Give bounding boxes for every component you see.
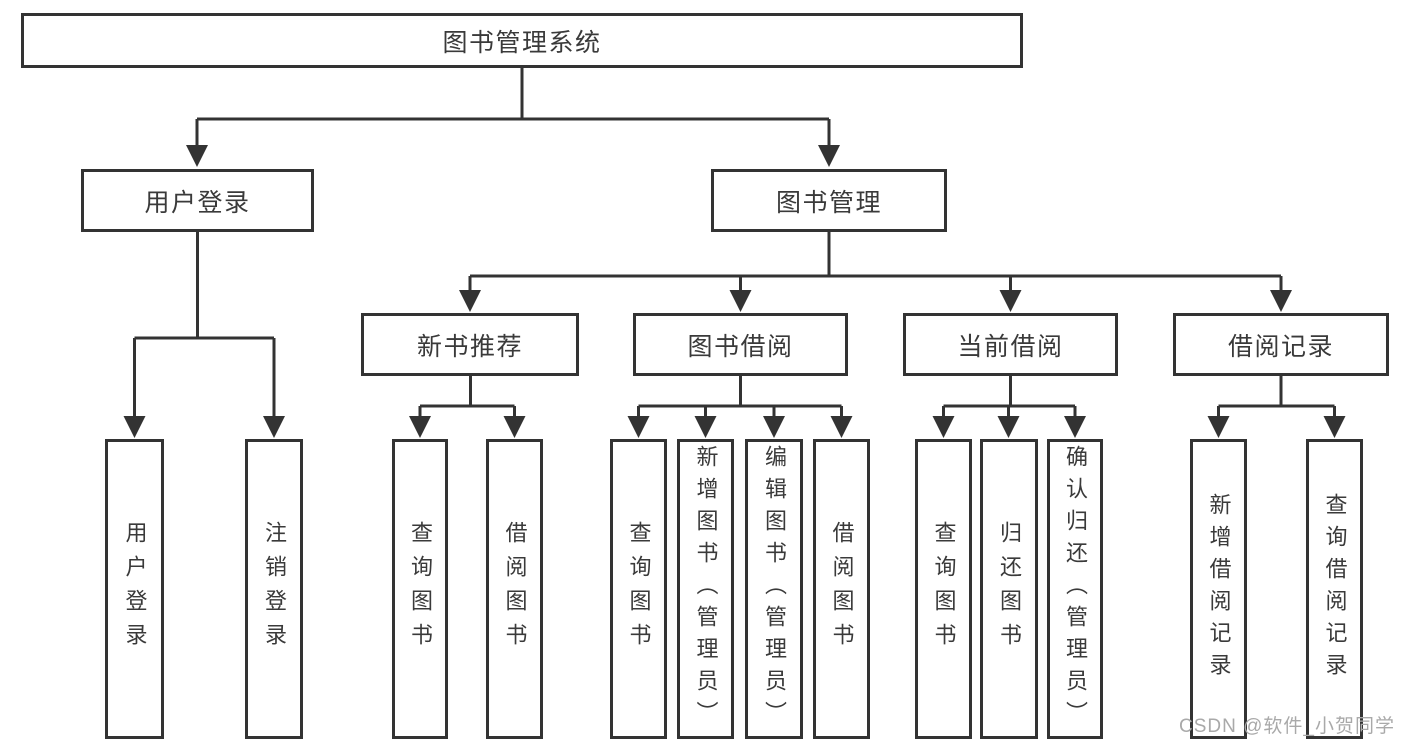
arrowhead-icon <box>123 416 146 438</box>
leaf-add-borrow-record: 新增借阅记录 <box>1190 439 1247 739</box>
leaf-user-login-label: 用户登录 <box>122 521 148 657</box>
leaf-logout: 注销登录 <box>245 439 303 739</box>
leaf-borrow-books-recommend: 借阅图书 <box>486 439 543 739</box>
leaf-add-book-admin: 新增图书（管理员） <box>677 439 734 739</box>
node-book-borrowing-label: 图书借阅 <box>687 332 794 361</box>
leaf-query-books-recommend-label: 查询图书 <box>408 521 433 657</box>
node-user-login-label: 用户登录 <box>144 188 251 217</box>
arrowhead-icon <box>627 416 650 438</box>
arrowhead-icon <box>694 416 717 438</box>
arrowhead-icon <box>1323 416 1346 438</box>
leaf-edit-book-admin: 编辑图书（管理员） <box>745 439 803 739</box>
arrowhead-icon <box>729 290 752 312</box>
leaf-query-borrow-record-label: 查询借阅记录 <box>1322 493 1348 685</box>
node-user-login: 用户登录 <box>81 169 314 232</box>
leaf-borrow-books: 借阅图书 <box>813 439 870 739</box>
arrowhead-icon <box>459 290 481 312</box>
node-new-book-recommend: 新书推荐 <box>361 313 579 376</box>
node-book-management: 图书管理 <box>711 169 947 232</box>
node-book-management-label: 图书管理 <box>775 188 882 217</box>
leaf-add-book-admin-label: 新增图书（管理员） <box>693 445 719 733</box>
node-current-borrowing-label: 当前借阅 <box>957 332 1064 361</box>
arrowhead-icon <box>409 416 431 438</box>
arrowhead-icon <box>1270 290 1292 312</box>
leaf-query-books-current: 查询图书 <box>915 439 972 739</box>
leaf-edit-book-admin-label: 编辑图书（管理员） <box>762 445 787 733</box>
arrowheads <box>123 145 1346 438</box>
arrowhead-icon <box>503 416 526 438</box>
leaf-add-borrow-record-label: 新增借阅记录 <box>1206 493 1232 685</box>
leaf-query-books-current-label: 查询图书 <box>931 521 957 657</box>
arrowhead-icon <box>997 416 1020 438</box>
watermark: CSDN @软件_小贺同学 <box>1179 716 1395 737</box>
leaf-confirm-return-admin-label: 确认归还（管理员） <box>1063 445 1088 733</box>
arrowhead-icon <box>263 416 285 438</box>
leaf-query-borrow-record: 查询借阅记录 <box>1306 439 1363 739</box>
arrowhead-icon <box>186 145 208 167</box>
leaf-borrow-books-label: 借阅图书 <box>829 521 855 657</box>
arrowhead-icon <box>1207 416 1230 438</box>
node-book-borrowing: 图书借阅 <box>633 313 848 376</box>
connector-path <box>133 68 1336 419</box>
node-borrowing-records-label: 借阅记录 <box>1227 332 1334 361</box>
arrowhead-icon <box>763 416 785 438</box>
leaf-query-books-borrow-label: 查询图书 <box>626 521 652 657</box>
arrowhead-icon <box>1064 416 1086 438</box>
leaf-return-book-label: 归还图书 <box>997 521 1022 657</box>
leaf-logout-label: 注销登录 <box>262 521 287 657</box>
leaf-confirm-return-admin: 确认归还（管理员） <box>1047 439 1103 739</box>
leaf-query-books-recommend: 查询图书 <box>392 439 448 739</box>
arrowhead-icon <box>830 416 853 438</box>
node-new-book-recommend-label: 新书推荐 <box>416 332 523 361</box>
arrowhead-icon <box>999 290 1022 312</box>
leaf-return-book: 归还图书 <box>980 439 1038 739</box>
arrowhead-icon <box>932 416 955 438</box>
leaf-user-login: 用户登录 <box>105 439 164 739</box>
node-system-root-label: 图书管理系统 <box>442 28 602 57</box>
node-borrowing-records: 借阅记录 <box>1173 313 1389 376</box>
leaf-query-books-borrow: 查询图书 <box>610 439 667 739</box>
node-current-borrowing: 当前借阅 <box>903 313 1118 376</box>
node-system-root: 图书管理系统 <box>21 13 1023 68</box>
leaf-borrow-books-recommend-label: 借阅图书 <box>502 521 528 657</box>
arrowhead-icon <box>818 145 840 167</box>
